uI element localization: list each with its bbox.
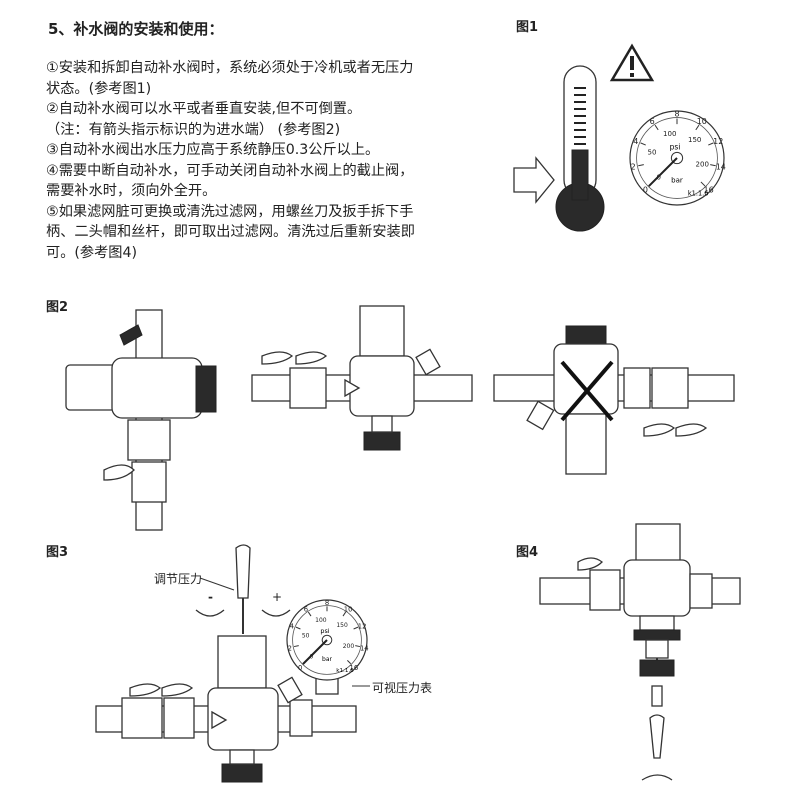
bar-tick-label: 2 [288,644,292,652]
minus-label: - [208,590,213,604]
bar-tick-label: 2 [631,163,636,172]
bar-tick-label: 0 [643,186,648,195]
warning-triangle-icon [609,43,655,82]
section-heading: 5、补水阀的安装和使用： [48,20,224,38]
text-line: ①安装和拆卸自动补水阀时，系统必须处于冷机或者无压力 [46,60,414,76]
bar-unit-label: bar [671,175,683,184]
arrow-right-icon [513,156,555,204]
cross-icon [560,360,614,422]
class-mark-label: k1.1.6 [688,190,709,198]
text-line: 柄、二头帽和丝杆，即可取出过滤网。清洗过后重新安装即 [46,224,415,240]
adjust-pressure-label: 调节压力 [154,572,203,586]
bar-tick-label: 8 [674,109,679,118]
figure-4-label: 图4 [516,545,539,560]
bar-tick-label: 16 [703,186,713,195]
text-line: 状态。(参考图1) [46,80,152,97]
text-line: ②自动补水阀可以水平或者垂直安装,但不可倒置。 [46,101,362,117]
class-mark-label: k1.1.6 [336,668,354,674]
psi-tick-label: 100 [663,129,677,138]
bar-tick-label: 14 [360,644,369,652]
screwdriver-icon [235,544,251,634]
bar-tick-label: 4 [633,137,638,146]
gauge-needle [302,639,328,665]
thermometer-icon [555,65,605,232]
text-line: ③自动补水阀出水压力应高于系统静压0.3公斤以上。 [46,142,380,158]
valve-horizontal-illustration [251,305,473,451]
text-line: （注：有箭头指示标识的为进水端） (参考图2) [46,121,341,138]
text-line: 可。(参考图4) [46,244,138,261]
text-line: 需要补水时，须向外全开。 [46,183,217,199]
rotate-ccw-arrow-icon [195,609,225,617]
adjust-pressure-valve-illustration [95,544,370,783]
bar-tick-label: 10 [344,605,353,613]
bar-tick-label: 12 [358,622,367,630]
psi-tick-label: 200 [343,643,355,650]
bar-tick-label: 6 [304,605,308,613]
psi-tick-label: 200 [696,160,710,169]
figure-2-label: 图2 [46,300,69,315]
valve-vertical-illustration [65,309,217,531]
figure-3-label: 图3 [46,545,69,560]
psi-tick-label: 100 [315,617,327,624]
pressure-gauge-icon: 0 2 4 6 8 10 12 14 16 0 50 100 150 200 psi bar k1.1.6 [286,599,369,681]
bar-tick-label: 14 [716,163,726,172]
plus-label: + [272,590,283,604]
gauge-needle [648,157,678,187]
psi-tick-label: 50 [302,633,310,640]
text-line: ④需要中断自动补水，可手动关闭自动补水阀上的截止阀， [46,162,414,179]
bar-tick-label: 6 [650,117,655,126]
psi-unit-label: psi [320,627,329,635]
bar-tick-label: 10 [697,117,707,126]
bar-tick-label: 8 [325,599,329,607]
bar-tick-label: 4 [290,622,294,630]
bar-tick-label: 12 [713,137,723,146]
instructions-text: ①安装和拆卸自动补水阀时，系统必须处于冷机或者无压力 状态。(参考图1) ②自动… [46,58,476,263]
psi-tick-label: 0 [310,654,314,661]
psi-tick-label: 150 [688,135,702,144]
bar-unit-label: bar [322,656,332,663]
psi-tick-label: 150 [336,622,348,629]
filter-disassembly-illustration [539,523,741,781]
bar-tick-label: 16 [350,664,359,672]
figure-1-label: 图1 [516,20,539,35]
bar-tick-label: 0 [298,664,302,672]
visible-gauge-label: 可视压力表 [372,681,433,695]
psi-unit-label: psi [670,143,681,152]
psi-tick-label: 50 [647,148,656,157]
text-line: ⑤如果滤网脏可更换或清洗过滤网，用螺丝刀及扳手拆下手 [46,203,414,220]
valve-inverted-wrong-illustration [493,325,735,475]
rotate-cw-arrow-icon [261,609,291,617]
